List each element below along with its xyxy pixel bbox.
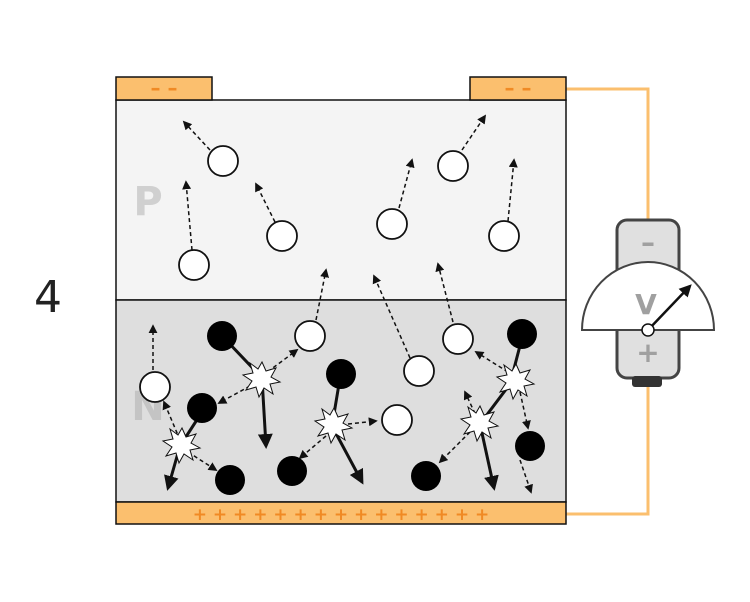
voltmeter-pivot (641, 323, 655, 337)
burst-icon (161, 426, 202, 465)
hole (381, 404, 413, 436)
wire-bottom (566, 385, 650, 516)
hole (442, 323, 474, 355)
hole (139, 371, 171, 403)
hole-motion-arrows (148, 114, 533, 494)
hole (207, 145, 239, 177)
hole (376, 208, 408, 240)
hole (437, 150, 469, 182)
electron (411, 461, 441, 491)
electron (507, 319, 537, 349)
electron (277, 456, 307, 486)
bottom-contact (115, 501, 567, 525)
wire-top (566, 87, 650, 222)
burst-icon (495, 362, 536, 401)
hole (403, 355, 435, 387)
collision-bursts (161, 360, 536, 465)
step-number: 4 (34, 272, 62, 323)
top-contact-right-sign: – – (505, 76, 532, 100)
voltmeter-plus: + (636, 336, 659, 369)
hole (488, 220, 520, 252)
electron (187, 393, 217, 423)
burst-icon (313, 406, 354, 445)
top-contact-right (469, 76, 567, 101)
holes (139, 145, 520, 436)
burst-icon (459, 404, 500, 443)
voltmeter-minus: – (641, 226, 655, 259)
electron (207, 321, 237, 351)
voltmeter-v-label: V (635, 288, 657, 321)
top-contact-left-sign: – – (151, 76, 178, 100)
voltmeter: – + V (580, 218, 716, 387)
voltmeter-dial (580, 261, 716, 331)
top-contact-left (115, 76, 213, 101)
hole (266, 220, 298, 252)
hole (178, 249, 210, 281)
electron (326, 359, 356, 389)
burst-icon (241, 360, 282, 399)
hole (294, 320, 326, 352)
electron (515, 431, 545, 461)
electron (215, 465, 245, 495)
p-region-label: P (133, 179, 162, 225)
bottom-contact-sign: + + + + + + + + + + + + + + + (193, 505, 490, 525)
voltmeter-needle (647, 284, 692, 331)
voltmeter-foot (632, 376, 662, 387)
electrons (187, 319, 545, 495)
